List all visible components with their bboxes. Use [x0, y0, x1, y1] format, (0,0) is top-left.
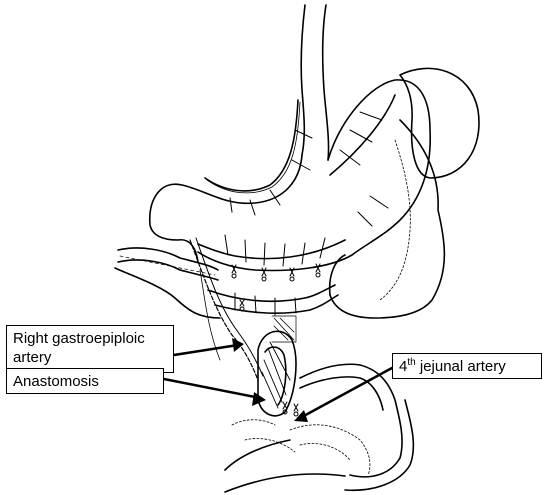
jejunal-artery-superscript: th	[407, 357, 415, 368]
omentum-shape	[330, 120, 445, 318]
gastroepiploic-vessel-shape	[190, 238, 263, 380]
anastomosis-label: Anastomosis	[6, 368, 164, 394]
right-gastroepiploic-artery-line1: Right gastroepiploic	[13, 329, 167, 348]
right-gastroepiploic-artery-line2: artery	[13, 348, 167, 367]
jejunum-shape	[225, 364, 413, 492]
callout-arrows	[164, 338, 392, 422]
esophagus-shape	[301, 5, 328, 160]
anastomosis-text: Anastomosis	[13, 373, 99, 390]
stomach-shape	[150, 80, 430, 271]
spleen-shape	[400, 68, 479, 178]
ligature-clips	[232, 264, 320, 416]
jejunal-artery-text: jejunal artery	[416, 358, 506, 375]
right-gastroepiploic-artery-label: Right gastroepiploic artery	[6, 325, 174, 373]
transverse-colon-shape	[115, 248, 338, 318]
jejunal-artery-label: 4th jejunal artery	[392, 353, 542, 379]
